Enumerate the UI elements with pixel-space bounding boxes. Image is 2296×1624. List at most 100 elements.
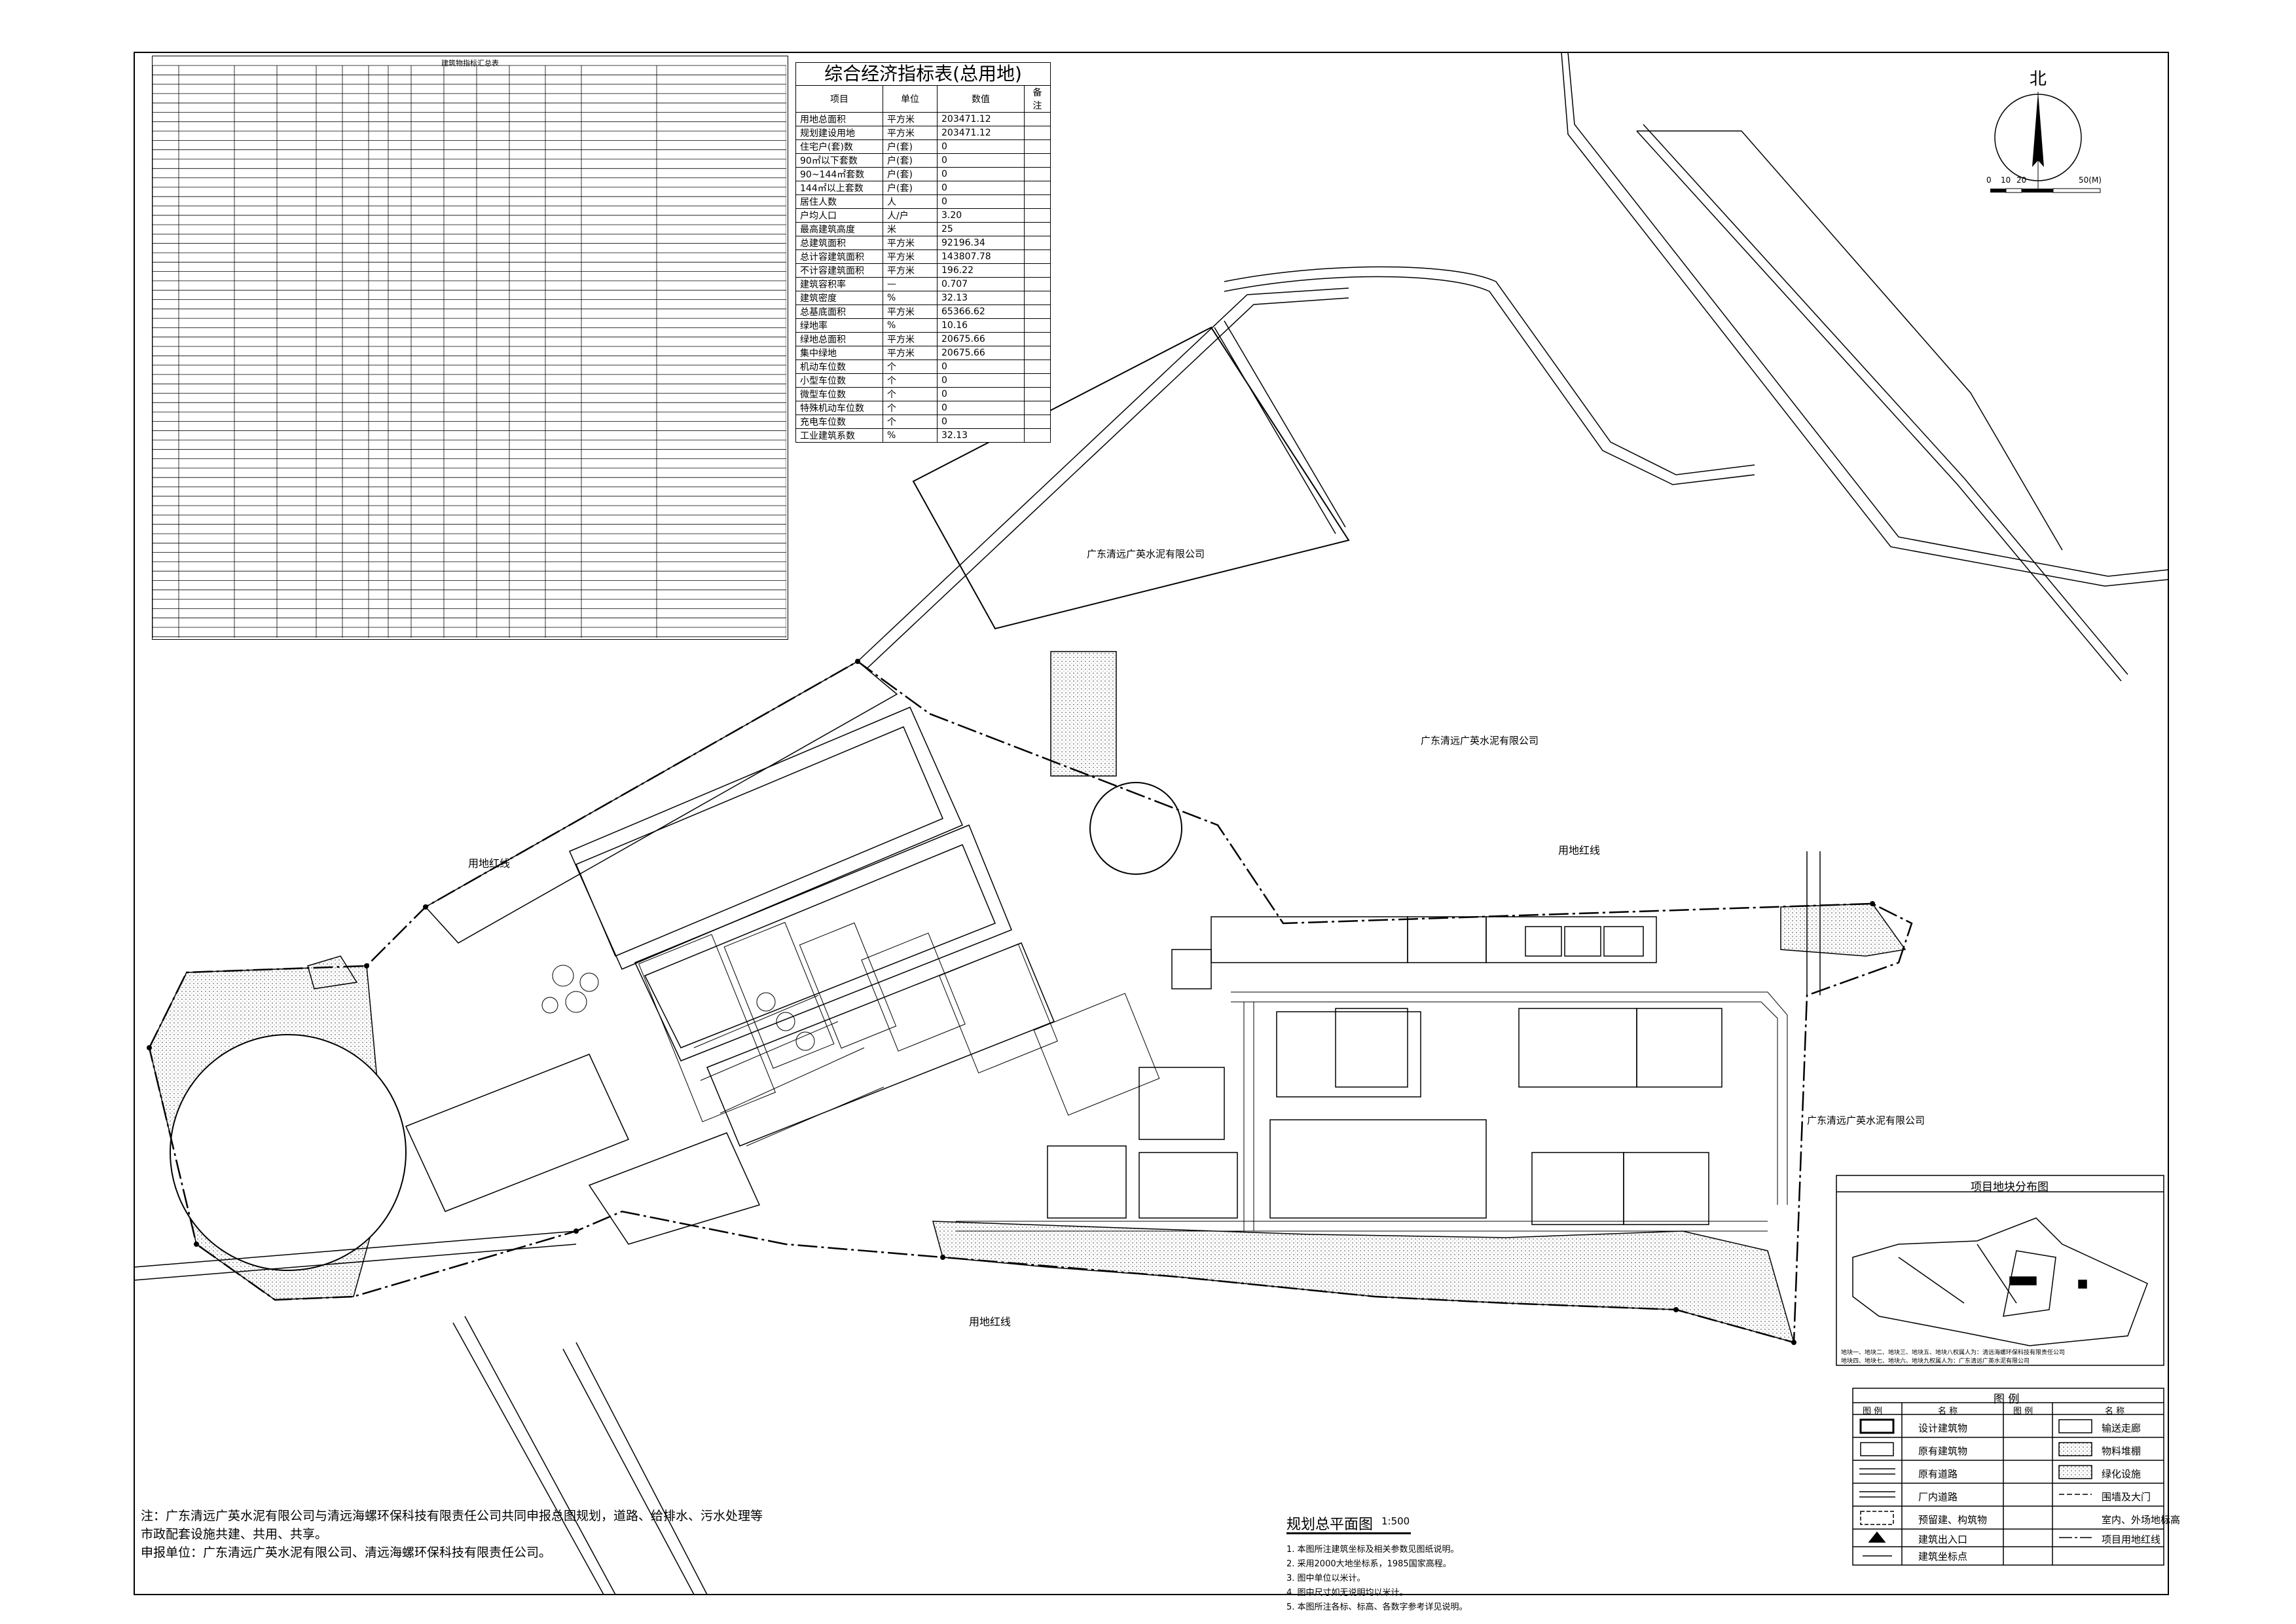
econ-table-cell: 充电车位数 — [795, 415, 883, 429]
econ-table-cell: 0 — [937, 181, 1025, 195]
plan-title: 规划总平面图 — [1286, 1517, 1374, 1533]
econ-table-cell: 规划建设用地 — [795, 126, 883, 140]
legend-col-header: 图 例 — [1863, 1407, 1883, 1416]
econ-table-cell: 平方米 — [883, 126, 938, 140]
scale-tick: 50(M) — [2079, 175, 2102, 185]
econ-table-cell — [1024, 222, 1051, 236]
econ-table-cell: 米 — [883, 222, 938, 236]
econ-table-cell — [1024, 126, 1051, 140]
econ-table-cell: 个 — [883, 360, 938, 374]
econ-table-cell: 203471.12 — [937, 126, 1025, 140]
econ-table-cell: 92196.34 — [937, 236, 1025, 250]
econ-table-cell: 20675.66 — [937, 332, 1025, 346]
scale-tick: 20 — [2016, 175, 2027, 185]
econ-table-cell: 143807.78 — [937, 249, 1025, 264]
econ-table-cell: 32.13 — [937, 291, 1025, 305]
econ-table-cell — [1024, 387, 1051, 401]
legend-item-label: 建筑出入口 — [1918, 1534, 1968, 1545]
econ-header-cell: 项目 — [795, 85, 883, 113]
econ-table-cell: 绿地率 — [795, 318, 883, 333]
legend-col-header: 名 称 — [1938, 1407, 1958, 1416]
north-label: 北 — [2030, 69, 2047, 89]
econ-table-cell: 90~144㎡套数 — [795, 167, 883, 181]
econ-table-row: 90~144㎡套数户(套)0 — [795, 167, 1051, 181]
neighbor-label-center: 广东清远广英水泥有限公司 — [1421, 735, 1539, 747]
location-map-caption: 地块一、地块二、地块三、地块五、地块八权属人为：清远海螺环保科技有限责任公司 — [1841, 1350, 2066, 1356]
legend-item-label: 设计建筑物 — [1918, 1422, 1968, 1434]
econ-table-cell: % — [883, 428, 938, 443]
econ-table-cell: 0 — [937, 387, 1025, 401]
econ-table-cell: 人/户 — [883, 208, 938, 223]
econ-table-cell: 0 — [937, 139, 1025, 154]
econ-table-cell: 平方米 — [883, 236, 938, 250]
econ-header-cell: 单位 — [883, 85, 938, 113]
econ-table-cell: 90㎡以下套数 — [795, 153, 883, 168]
econ-table-cell: 总计容建筑面积 — [795, 249, 883, 264]
diagonal-buildings — [405, 661, 1055, 1245]
econ-table-cell — [1024, 415, 1051, 429]
east-buildings — [1047, 916, 1722, 1225]
building-table: 建筑物指标汇总表 — [152, 56, 788, 640]
footnote-line: 注：广东清远广英水泥有限公司与清远海螺环保科技有限责任公司共同申报总图规划，道路… — [141, 1509, 763, 1523]
econ-table-row: 工业建筑系数%32.13 — [795, 428, 1051, 443]
econ-table-cell: — — [883, 277, 938, 291]
econ-table-cell: 0 — [937, 401, 1025, 415]
econ-table-row: 建筑容积率—0.707 — [795, 277, 1051, 291]
econ-table-cell — [1024, 346, 1051, 360]
legend-item-label: 建筑坐标点 — [1918, 1551, 1968, 1562]
econ-table-cell: 建筑密度 — [795, 291, 883, 305]
location-map-title: 项目地块分布图 — [1971, 1181, 2049, 1194]
econ-table-cell: 0 — [937, 153, 1025, 168]
econ-table-cell: 196.22 — [937, 263, 1025, 278]
site-boundary — [148, 660, 1913, 1344]
econ-table-cell: 小型车位数 — [795, 373, 883, 388]
econ-header-cell: 数值 — [937, 85, 1025, 113]
neighbor-label-east: 广东清远广英水泥有限公司 — [1807, 1115, 1925, 1126]
neighbor-label-north: 广东清远广英水泥有限公司 — [1087, 548, 1205, 560]
legend-item-label: 绿化设施 — [2102, 1468, 2141, 1480]
red-line-label: 用地红线 — [1558, 844, 1601, 857]
econ-table-cell: 3.20 — [937, 208, 1025, 223]
plan-note: 2. 采用2000大地坐标系，1985国家高程。 — [1286, 1559, 1451, 1569]
econ-table-cell: 平方米 — [883, 346, 938, 360]
legend-item-label: 原有道路 — [1918, 1468, 1958, 1480]
econ-table-row: 90㎡以下套数户(套)0 — [795, 153, 1051, 168]
legend-item-label: 厂内道路 — [1918, 1491, 1958, 1503]
econ-table-cell: 不计容建筑面积 — [795, 263, 883, 278]
legend-item-label: 预留建、构筑物 — [1918, 1514, 1988, 1526]
econ-table-cell — [1024, 277, 1051, 291]
econ-table-cell: 平方米 — [883, 332, 938, 346]
econ-table-cell: 平方米 — [883, 112, 938, 126]
econ-table-cell: % — [883, 291, 938, 305]
econ-table-cell: 绿地总面积 — [795, 332, 883, 346]
econ-table-cell: 32.13 — [937, 428, 1025, 443]
econ-table-cell — [1024, 332, 1051, 346]
econ-table-row: 建筑密度%32.13 — [795, 291, 1051, 305]
storage-circle-large — [170, 1034, 407, 1271]
econ-table-cell: 平方米 — [883, 263, 938, 278]
scale-tick: 10 — [2001, 175, 2011, 185]
econ-table-cell — [1024, 249, 1051, 264]
econ-table-cell: 平方米 — [883, 304, 938, 319]
legend-item-label: 输送走廊 — [2102, 1422, 2141, 1434]
econ-table-cell — [1024, 153, 1051, 168]
drawing-frame — [134, 52, 2169, 1595]
econ-table-cell: 集中绿地 — [795, 346, 883, 360]
plan-note: 5. 本图所注各标、标高、各数字参考详见说明。 — [1286, 1602, 1468, 1612]
econ-table-cell: 住宅户(套)数 — [795, 139, 883, 154]
econ-table-cell: 20675.66 — [937, 346, 1025, 360]
econ-table-cell: 微型车位数 — [795, 387, 883, 401]
econ-table-cell: 特殊机动车位数 — [795, 401, 883, 415]
econ-table-cell — [1024, 318, 1051, 333]
econ-table-cell — [1024, 236, 1051, 250]
econ-table-cell — [1024, 291, 1051, 305]
legend-col-header: 图 例 — [2013, 1407, 2033, 1416]
econ-table-cell: 个 — [883, 387, 938, 401]
